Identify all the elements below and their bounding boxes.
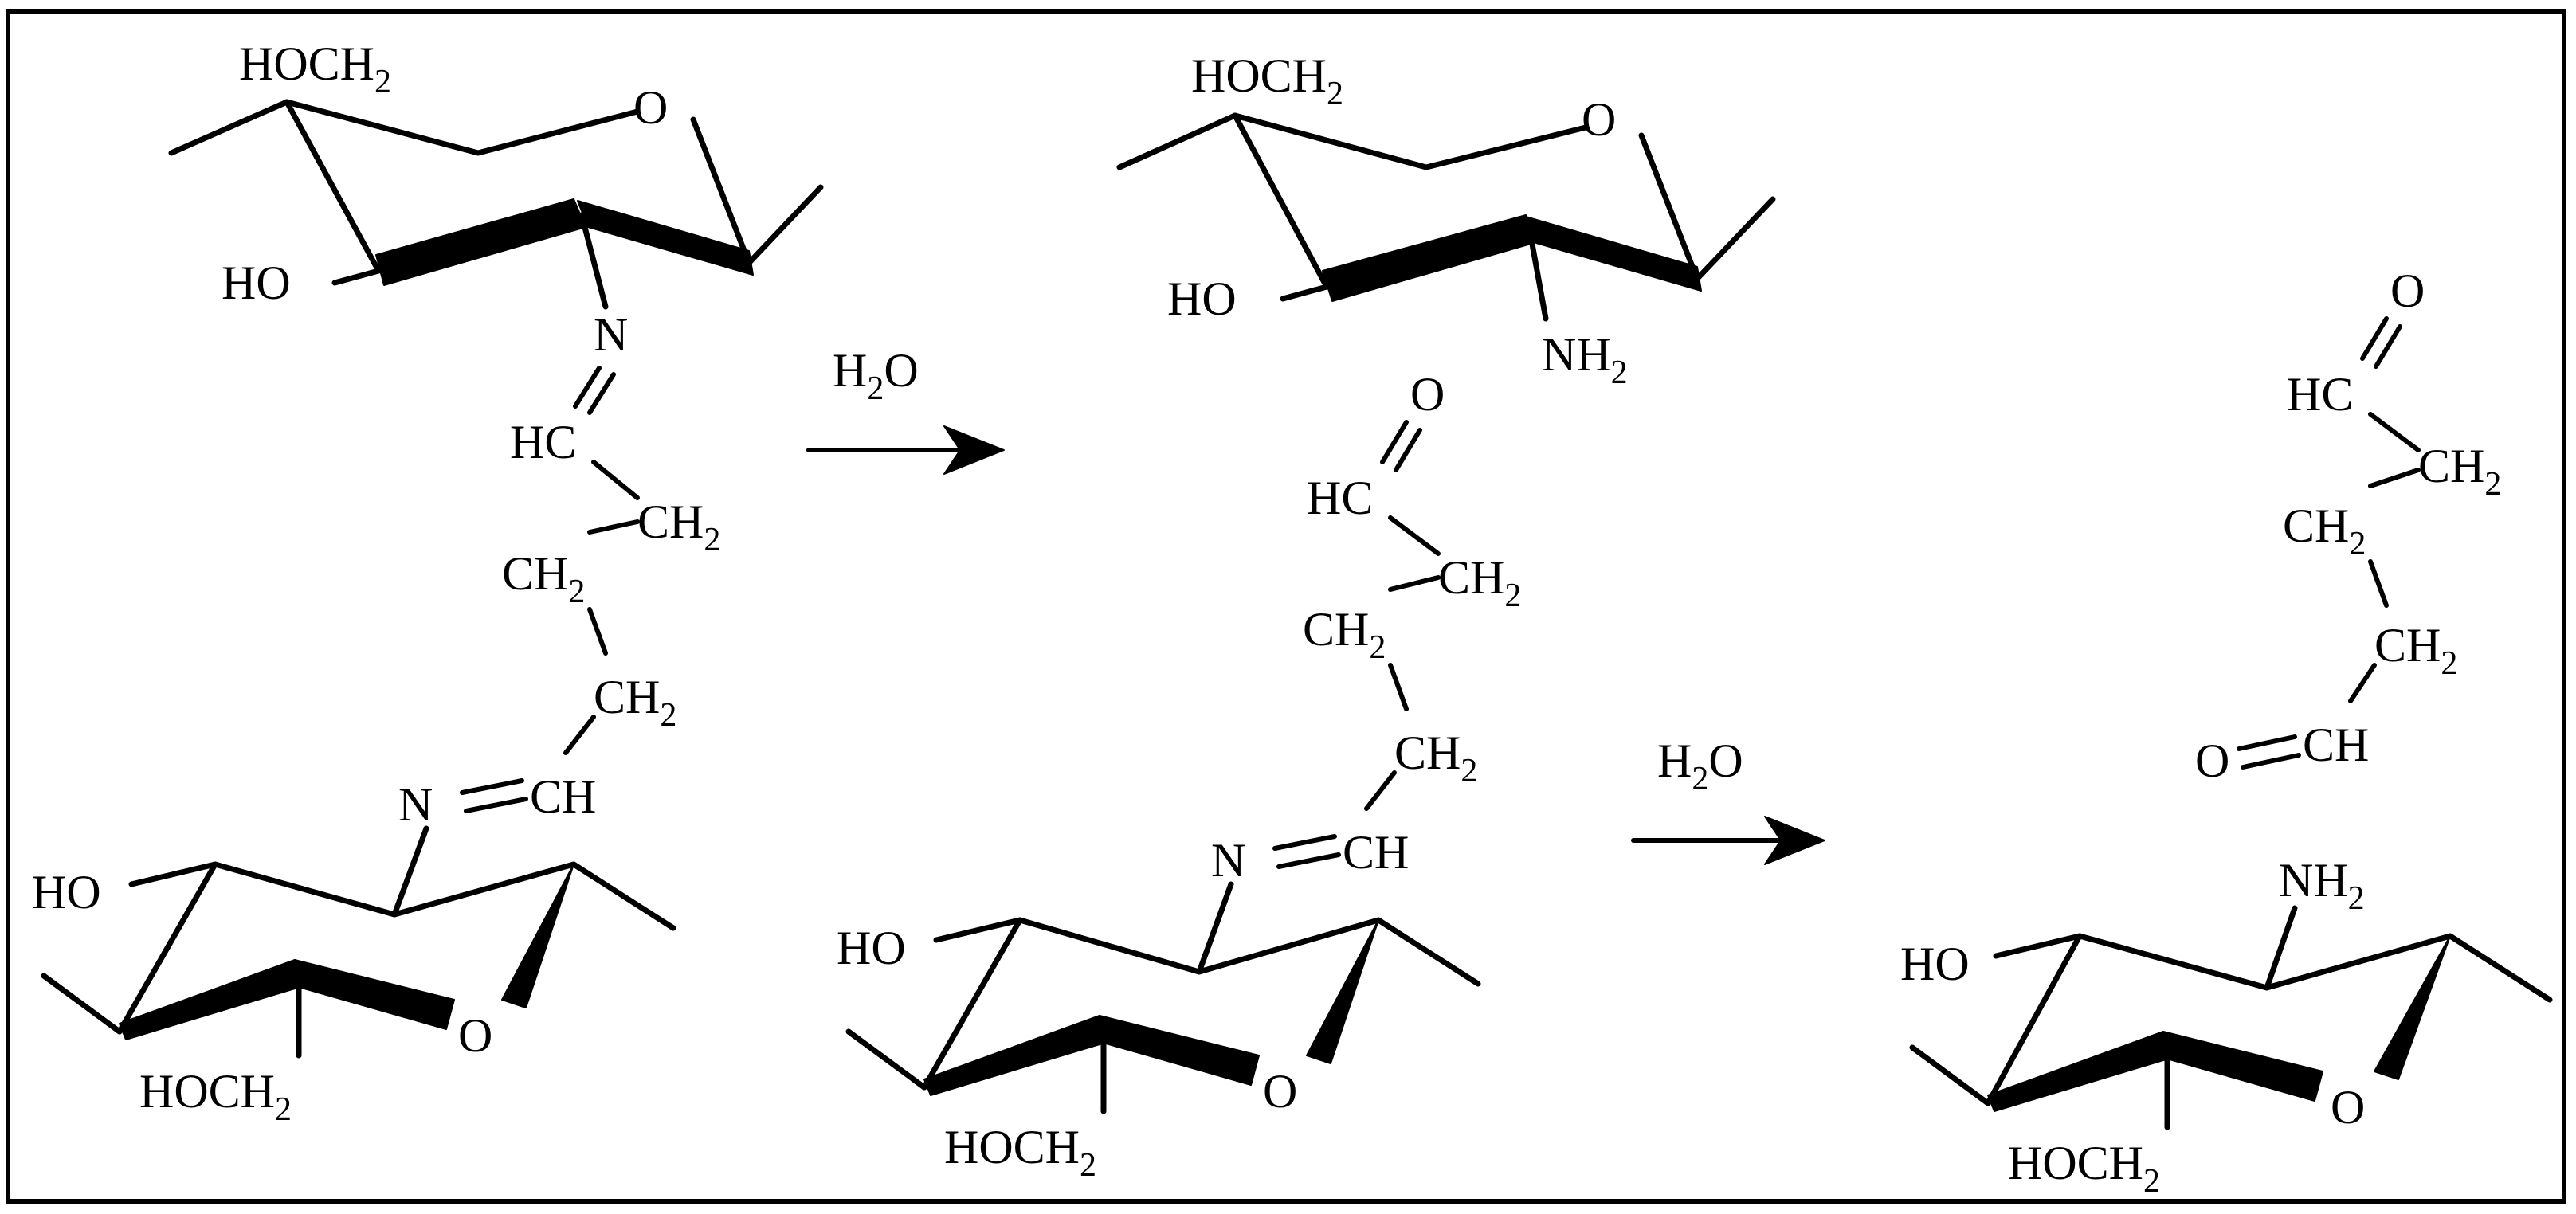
aldehyde-o-mid: O	[1410, 368, 1445, 421]
mid-bottom-oxygen-label: O	[1263, 1065, 1297, 1118]
top-ring-ho-label: HO	[222, 257, 291, 309]
glut-ch2-3: CH2	[2374, 619, 2457, 682]
ch2-1: CH2	[637, 495, 720, 558]
glut-o-bottom: O	[2195, 734, 2229, 787]
mid-bottom-hoch2-label: HOCH2	[944, 1121, 1096, 1184]
mid-ch2-3: CH2	[1394, 726, 1477, 789]
glut-o-top: O	[2390, 264, 2425, 317]
bottom-glucosamine-ring: HO O HOCH2	[32, 825, 676, 1128]
reagent-water-2: H2O	[1657, 734, 1743, 797]
glutaraldehyde-linker: N HC CH2 CH2 CH2 N CH	[398, 308, 720, 831]
mid-ch2-2: CH2	[1303, 603, 1386, 666]
mid-top-oxygen-label: O	[1582, 93, 1616, 146]
molecule-crosslinked-dimer: HOCH2 O HO N HC CH2 CH2 CH2 N CH HO	[32, 37, 824, 1128]
top-ring-oxygen-label: O	[633, 81, 668, 134]
top-glucosamine-ring: HOCH2 O HO	[168, 37, 824, 310]
top-ring-hoch2-label: HOCH2	[239, 37, 391, 100]
mid-top-ho-label: HO	[1167, 272, 1237, 325]
glut-hc-top: HC	[2287, 368, 2353, 421]
free-glucosamine-top: HOCH2 O HO NH2	[1116, 49, 1776, 391]
aldehyde-hc-mid: HC	[1307, 472, 1373, 524]
free-glucosamine-bottom: NH2 HO O HOCH2	[1900, 854, 2553, 1200]
molecule-intermediate: HOCH2 O HO NH2 O HC CH2 CH2 CH2 N	[837, 49, 1776, 1184]
mid-imine-ch: CH	[1343, 826, 1409, 879]
scheme-frame	[6, 9, 2566, 1204]
mid-ch2-1: CH2	[1438, 551, 1521, 614]
imine-n-top: N	[594, 308, 628, 361]
ch2-2: CH2	[502, 547, 585, 610]
bottom-ring-oxygen-label: O	[458, 1009, 492, 1062]
ch2-3: CH2	[594, 671, 676, 734]
mid-imine-n: N	[1211, 834, 1245, 887]
reaction-arrow-1: H2O	[806, 344, 1005, 475]
mid-bottom-ring: HO O HOCH2	[837, 881, 1481, 1184]
right-ho-label: HO	[1900, 938, 1970, 990]
glutaraldehyde: O HC CH2 CH2 CH2 O CH	[2195, 264, 2501, 787]
imine-hc-top: HC	[510, 416, 576, 468]
bottom-ring-ho-label: HO	[32, 866, 101, 918]
glut-ch-bottom: CH	[2303, 719, 2369, 771]
mid-bottom-ho-label: HO	[837, 922, 906, 974]
mid-top-hoch2-label: HOCH2	[1191, 49, 1343, 112]
glut-ch2-1: CH2	[2418, 440, 2501, 503]
right-nh2-label: NH2	[2279, 854, 2365, 917]
imine-n-bottom: N	[398, 778, 433, 831]
products: O HC CH2 CH2 CH2 O CH NH2 HO	[1900, 264, 2553, 1200]
bottom-ring-hoch2-label: HOCH2	[139, 1065, 292, 1128]
imine-ch-bottom: CH	[530, 770, 596, 823]
right-oxygen-label: O	[2331, 1081, 2365, 1134]
mid-top-nh2-label: NH2	[1542, 328, 1628, 391]
reaction-arrow-2: H2O	[1631, 734, 1825, 865]
reagent-water-1: H2O	[833, 344, 919, 407]
right-hoch2-label: HOCH2	[2008, 1137, 2160, 1200]
half-linker-chain: O HC CH2 CH2 CH2 N CH	[1211, 368, 1521, 887]
glut-ch2-2: CH2	[2283, 499, 2366, 562]
